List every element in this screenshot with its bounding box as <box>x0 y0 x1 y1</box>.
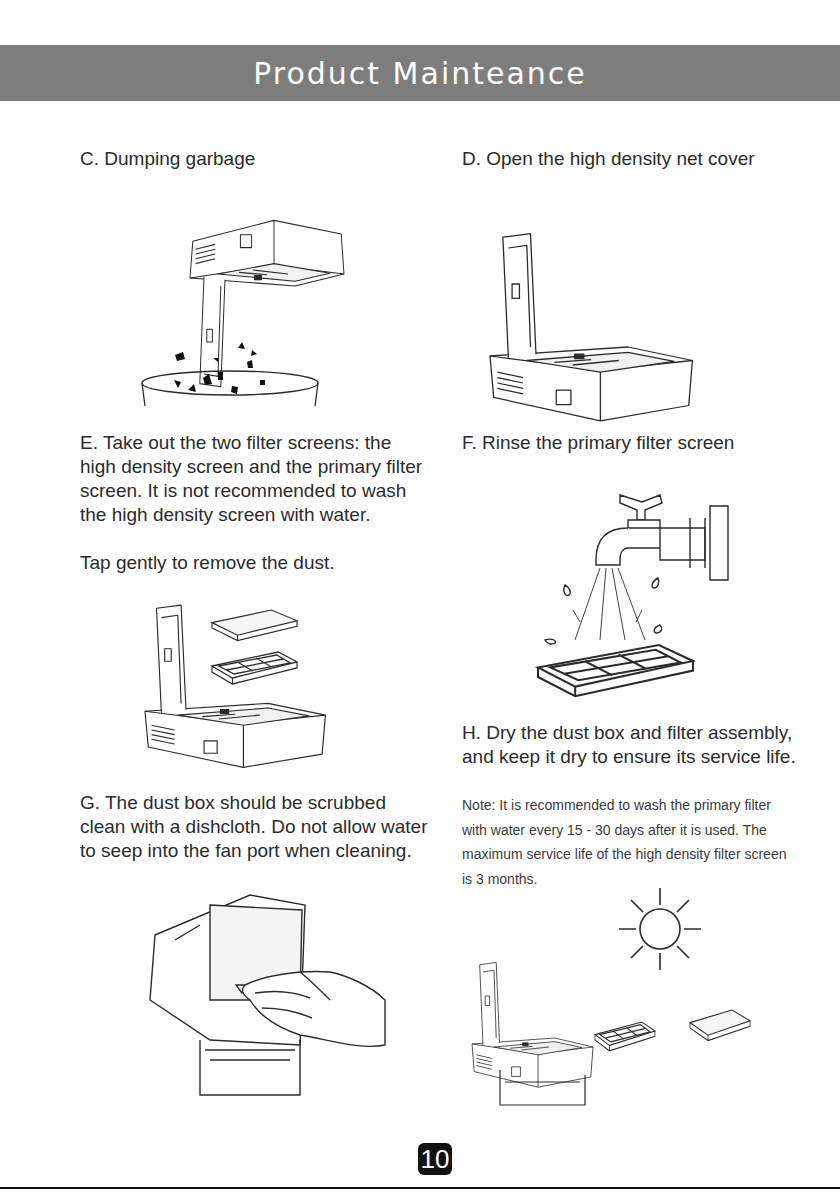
step-caption: C. Dumping garbage <box>80 147 420 171</box>
step-caption: E. Take out the two filter screens: the … <box>80 431 425 527</box>
step-caption: F. Rinse the primary filter screen <box>462 431 832 455</box>
dumping-illustration <box>142 220 344 406</box>
page-number-box: 10 <box>418 1143 452 1175</box>
rinse-illustration <box>538 495 728 696</box>
filters-out-illustration <box>145 605 325 767</box>
note-text: Note: It is recommended to wash the prim… <box>462 793 797 891</box>
page-title: Product Mainteance <box>253 56 587 91</box>
step-caption: H. Dry the dust box and filter assembly,… <box>462 721 817 769</box>
page-number: 10 <box>421 1144 450 1175</box>
step-caption: D. Open the high density net cover <box>462 147 832 171</box>
footer-rule <box>0 1187 840 1189</box>
dry-illustration <box>472 888 750 1105</box>
step-caption: Tap gently to remove the dust. <box>80 551 425 575</box>
open-cover-illustration <box>490 234 692 421</box>
header-band: Product Mainteance <box>0 45 840 101</box>
step-caption: G. The dust box should be scrubbed clean… <box>80 791 430 863</box>
scrub-illustration <box>150 895 385 1095</box>
